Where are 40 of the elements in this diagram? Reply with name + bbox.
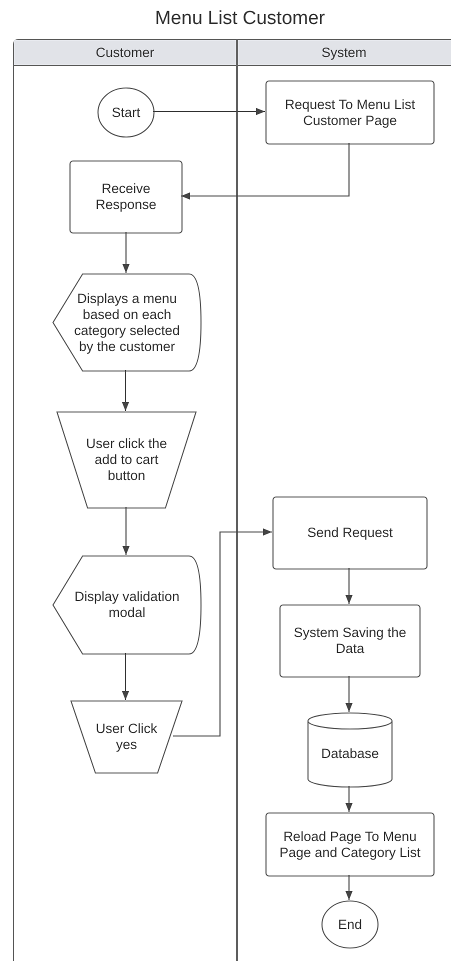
- process-box: [280, 605, 420, 677]
- display-shape: [53, 274, 201, 371]
- arrow: [345, 786, 353, 812]
- manual-operation-trapezoid: [71, 701, 182, 773]
- process-box: [70, 161, 182, 233]
- manual-operation-trapezoid: [57, 412, 196, 508]
- node-label: Start: [110, 104, 142, 120]
- arrow: [181, 143, 350, 200]
- node-label: Display validation modal: [73, 589, 181, 621]
- node-label: Send Request: [306, 525, 394, 541]
- arrow: [122, 653, 130, 700]
- arrow: [345, 875, 353, 900]
- terminal-oval: [322, 901, 378, 948]
- display-shape: [53, 556, 201, 654]
- arrow: [345, 676, 353, 712]
- process-box: [266, 813, 434, 876]
- arrow: [153, 108, 265, 116]
- process-box: [273, 497, 427, 569]
- node-label: Displays a menu based on each category selected by the customer: [73, 290, 181, 354]
- node-label: Receive Response: [94, 181, 158, 213]
- lane-header: System: [238, 40, 451, 66]
- lane-header: Customer: [14, 40, 236, 66]
- node-label: System Saving the Data: [292, 625, 408, 657]
- terminal-oval: [98, 88, 154, 137]
- node-label: Request To Menu List Customer Page: [284, 96, 416, 128]
- swimlane: [237, 39, 451, 961]
- node-label: User Click yes: [94, 721, 158, 753]
- node-label: Database: [320, 746, 380, 762]
- database-cylinder: [308, 713, 392, 787]
- node-label: Reload Page To Menu Page and Category List: [278, 828, 422, 860]
- process-box: [266, 81, 434, 144]
- arrow: [122, 232, 130, 273]
- node-label: User click the add to cart button: [84, 436, 168, 484]
- arrow: [345, 568, 353, 604]
- swimlane: [13, 39, 237, 961]
- node-label: End: [336, 916, 364, 932]
- arrow: [173, 528, 272, 737]
- arrow: [122, 370, 130, 411]
- diagram-title: Menu List Customer: [154, 8, 326, 30]
- arrow: [122, 507, 130, 555]
